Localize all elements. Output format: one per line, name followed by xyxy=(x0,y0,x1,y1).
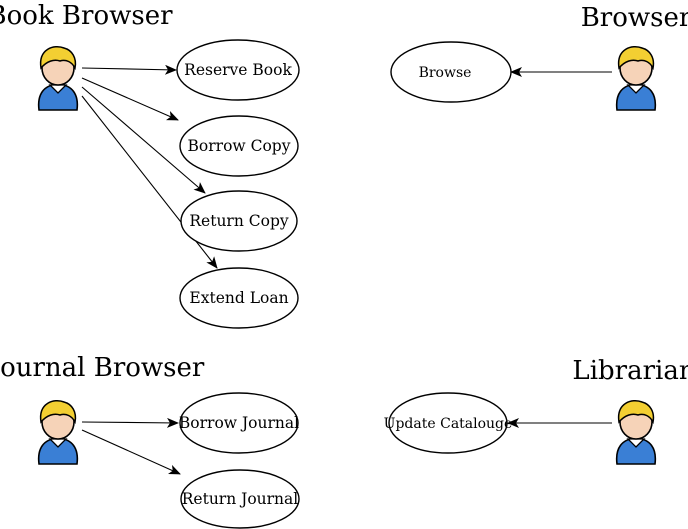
association-borrow-journal xyxy=(81,417,179,428)
use-case-label: Borrow Journal xyxy=(179,414,299,432)
use-case-label: Return Journal xyxy=(182,490,299,508)
use-case-extend-loan[interactable]: Extend Loan xyxy=(179,267,299,329)
actor-book-browser[interactable]: Book Browser xyxy=(0,1,173,111)
person-icon xyxy=(37,399,79,465)
use-case-update-catalouge[interactable]: Update Catalouge xyxy=(384,392,513,454)
actor-label: Book Browser xyxy=(0,1,173,31)
person-icon xyxy=(615,45,657,111)
use-case-borrow-journal[interactable]: Borrow Journal xyxy=(179,392,299,454)
actor-librarian[interactable]: Librarian xyxy=(572,356,688,465)
associations xyxy=(81,64,612,475)
association-borrow-copy xyxy=(81,77,179,121)
use-case-label: Update Catalouge xyxy=(384,416,513,432)
person-icon xyxy=(615,399,657,465)
use-case-return-copy[interactable]: Return Copy xyxy=(180,190,298,252)
person-icon xyxy=(37,45,79,111)
use-case-label: Extend Loan xyxy=(189,289,288,307)
use-case-label: Return Copy xyxy=(189,212,288,230)
use-case-reserve-book[interactable]: Reserve Book xyxy=(176,39,300,101)
actor-browser[interactable]: Browser xyxy=(581,3,688,111)
use-case-browse[interactable]: Browse xyxy=(390,41,512,103)
actor-label: Browser xyxy=(581,3,688,33)
use-case-return-journal[interactable]: Return Journal xyxy=(180,469,300,529)
association-return-copy xyxy=(81,86,206,194)
association-return-journal xyxy=(81,429,181,475)
actor-journal-browser[interactable]: Journal Browser xyxy=(0,353,205,465)
actor-label: Librarian xyxy=(572,356,688,386)
use-case-label: Borrow Copy xyxy=(188,137,291,155)
use-case-label: Browse xyxy=(419,65,472,81)
actor-label: Journal Browser xyxy=(0,353,205,383)
use-case-borrow-copy[interactable]: Borrow Copy xyxy=(179,115,299,177)
use-case-label: Reserve Book xyxy=(184,61,292,79)
association-reserve-book xyxy=(81,64,177,75)
